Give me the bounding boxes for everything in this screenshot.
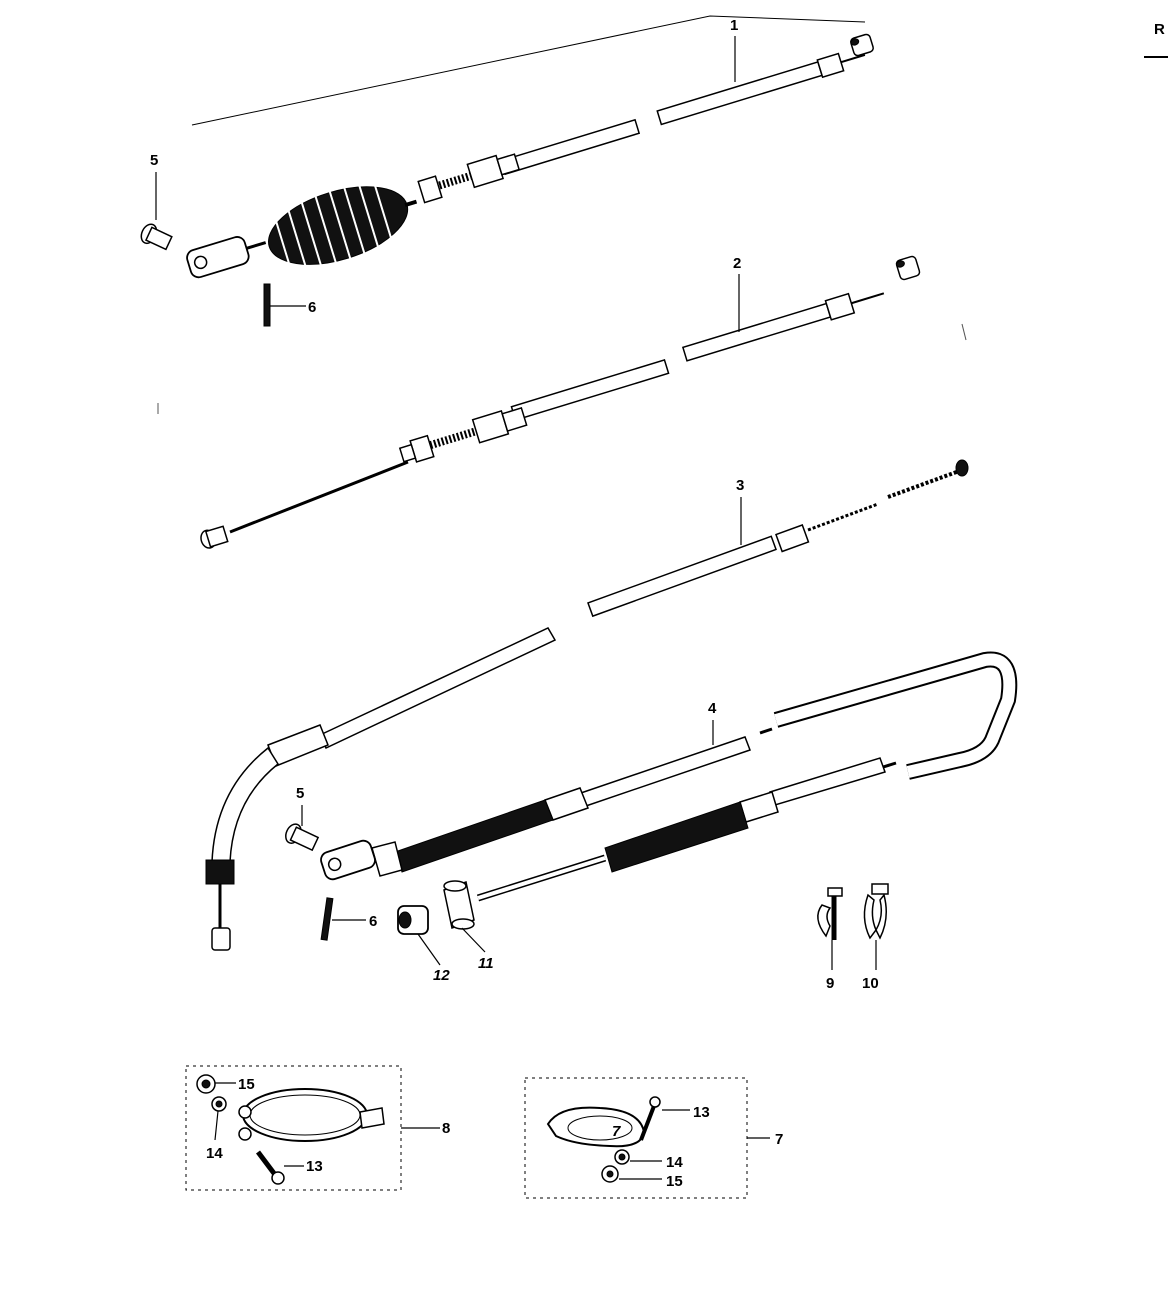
clip-10 (863, 883, 889, 940)
kit-8-nut-15 (196, 1074, 216, 1094)
kit-8 (185, 1065, 440, 1191)
cable-4 (320, 651, 1018, 902)
callout-13-left: 13 (306, 1158, 323, 1175)
callout-11-leader (461, 927, 486, 953)
cable-2 (200, 255, 921, 549)
cable-3-spring (205, 859, 235, 885)
kit-7: 7 (524, 1077, 770, 1199)
cable-1-clevis (186, 236, 267, 279)
cable-2-adjuster (398, 407, 528, 463)
cable-3-housing-upper (587, 535, 777, 618)
kit-8-frame (185, 1065, 402, 1191)
cable-4-ferrule (371, 841, 403, 877)
kit-8-gasket (242, 1088, 368, 1142)
cable-2-housing-upper (681, 292, 885, 362)
callout-12-leader (417, 933, 441, 966)
cable-3-fitting (775, 524, 810, 553)
nut-12 (397, 905, 429, 935)
stray-mark (961, 323, 967, 341)
cable-2-housing-lower (510, 358, 670, 422)
cable-1-nipple (850, 33, 874, 57)
callout-10: 10 (862, 975, 879, 992)
cable-3-bend (211, 746, 279, 863)
cable-4-rod-core (477, 856, 606, 900)
callout-15-left: 15 (238, 1076, 255, 1093)
callout-5-lower: 5 (296, 785, 304, 802)
cable-1-bellows (268, 183, 418, 271)
cable-2-inner-wire (229, 460, 409, 534)
kit-8-screw-13 (256, 1150, 285, 1185)
cable-3-wire-end (887, 468, 963, 499)
cable-4-sleeve-lower (739, 791, 779, 823)
cable-4-gap-wire (759, 727, 773, 735)
kit-7-washer-14 (614, 1149, 630, 1165)
cable-1-adjuster (417, 153, 521, 204)
cable-2-end-nipple (200, 525, 229, 549)
kit-7-nut-15 (601, 1165, 619, 1183)
pin-5-upper (140, 223, 173, 251)
callout-9: 9 (826, 975, 834, 992)
callout-14-left: 14 (206, 1145, 223, 1162)
cable-1-housing-upper (656, 52, 866, 126)
kit-7-screw-13 (639, 1096, 661, 1141)
callout-8: 8 (442, 1120, 450, 1137)
reference-line (191, 15, 866, 126)
callout-6-upper: 6 (308, 299, 316, 316)
kit-8-washer-14 (211, 1096, 227, 1112)
callout-4: 4 (708, 700, 717, 717)
callout-5-upper: 5 (150, 152, 158, 169)
cable-3-housing-mid (319, 627, 557, 750)
callout-2: 2 (733, 255, 741, 272)
cable-1-housing-lower (500, 118, 641, 176)
cable-1 (186, 15, 874, 279)
pin-5-lower (285, 823, 320, 852)
callout-3: 3 (736, 477, 744, 494)
callout-13-right: 13 (693, 1104, 710, 1121)
clip-9 (817, 887, 843, 940)
callout-15-right: 15 (666, 1173, 683, 1190)
cable-4-bellows-lower (604, 801, 749, 873)
sleeve-11 (443, 880, 475, 930)
callout-14-right: 14 (666, 1154, 683, 1171)
cotter-pin-6-lower (320, 897, 334, 941)
cable-4-spring-upper (394, 799, 554, 873)
cable-3-end-nipple (211, 927, 231, 951)
callout-11: 11 (478, 955, 494, 972)
cable-3 (205, 459, 969, 951)
cable-4-housing-lower (769, 757, 886, 806)
kit-7-gasket (546, 1106, 646, 1148)
cable-3-sleeve (267, 724, 329, 767)
callout-7: 7 (775, 1131, 783, 1148)
cable-2-nipple (895, 255, 921, 281)
callout-12: 12 (433, 967, 450, 984)
cable-3-nipple (955, 459, 969, 477)
callout-6-lower: 6 (369, 913, 377, 930)
corner-mark: R (1154, 21, 1165, 38)
callout-7-inner: 7 (612, 1123, 621, 1140)
cable-4-housing-upper (574, 736, 751, 809)
cable-4-clevis (320, 839, 376, 881)
kit-7-gasket-inner (567, 1115, 633, 1141)
cable-3-wire (807, 502, 879, 532)
callout-1: 1 (730, 17, 738, 34)
cotter-pin-6-upper (263, 283, 271, 327)
